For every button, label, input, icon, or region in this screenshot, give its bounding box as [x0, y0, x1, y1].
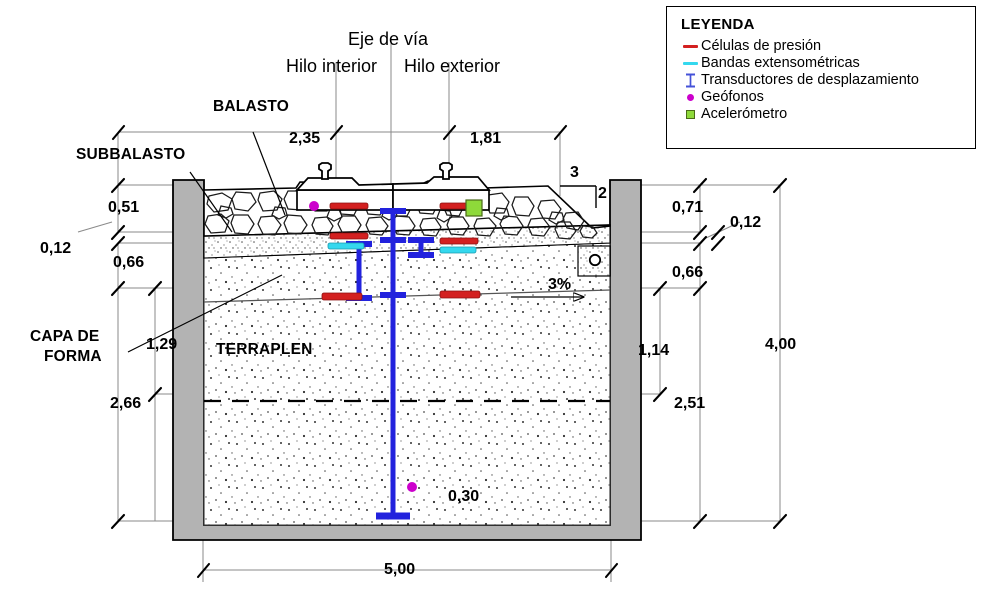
- slope-run-label: 2: [598, 185, 607, 202]
- pressure-cell-5: [321, 292, 363, 301]
- legend-item-accelerometer: Acelerómetro: [679, 106, 975, 122]
- rails: [318, 162, 453, 180]
- dim-left-012: 0,12: [40, 240, 72, 257]
- sleeper-shoulders: [295, 176, 491, 191]
- transducer-subballast-right: [408, 237, 434, 258]
- dim-overall-400: 4,00: [765, 336, 797, 353]
- legend-title: LEYENDA: [681, 16, 755, 33]
- geophone-ballast: [309, 201, 319, 211]
- slope-rise-label: 3: [570, 164, 579, 181]
- dimension-lines: [77, 38, 781, 582]
- dim-right-012: 0,12: [730, 214, 762, 231]
- pressure-cell-3: [329, 232, 369, 240]
- drain-detail: [577, 245, 611, 277]
- accelerometer-icon: [679, 109, 701, 119]
- pressure-cell-6: [439, 290, 481, 299]
- strain-gauge-left: [327, 242, 365, 250]
- legend-item-pressure-cells: Células de presión: [679, 38, 975, 54]
- legend-item-transducers: Transductores de desplazamiento: [679, 72, 975, 88]
- pressure-cell-1: [329, 202, 369, 210]
- legend-item-geophones: Geófonos: [679, 89, 975, 105]
- dim-top-left: 2,35: [289, 130, 321, 147]
- track-axis-label: Eje de vía: [348, 29, 429, 49]
- inner-rail-label: Hilo interior: [286, 56, 378, 76]
- transducer-icon: [679, 73, 701, 88]
- subballast-label: SUBBALASTO: [76, 146, 186, 163]
- dim-right-114: 1,14: [638, 342, 670, 359]
- legend-label-accelerometer: Acelerómetro: [701, 106, 788, 122]
- capa-forma-label-line2: FORMA: [44, 348, 102, 365]
- strain-gauges: [327, 242, 477, 254]
- strain-gauge-icon: [679, 61, 701, 65]
- geophone-icon: [679, 93, 701, 101]
- embankment-label: TERRAPLEN: [216, 341, 313, 358]
- dim-right-251: 2,51: [674, 395, 706, 412]
- transducer-deep: [376, 241, 410, 520]
- pressure-cell-4: [439, 237, 479, 245]
- strain-gauge-right: [439, 246, 477, 254]
- dim-bottom-500: 5,00: [384, 561, 416, 578]
- dim-right-066: 0,66: [672, 264, 704, 281]
- dim-left-129: 1,29: [146, 336, 178, 353]
- pressure-cell-icon: [679, 44, 701, 48]
- legend-item-strain-gauges: Bandas extensométricas: [679, 55, 975, 71]
- cross-slope-label: 3%: [548, 276, 572, 293]
- accelerometer: [465, 199, 483, 217]
- dim-left-051: 0,51: [108, 199, 140, 216]
- legend-label-strain-gauges: Bandas extensométricas: [701, 55, 860, 71]
- capa-forma-label-line1: CAPA DE: [30, 328, 100, 345]
- legend-label-transducers: Transductores de desplazamiento: [701, 72, 919, 88]
- slope-bracket: [560, 185, 597, 208]
- geophones: [309, 201, 417, 492]
- capa-forma-boundary: [203, 289, 611, 303]
- ballast-label: BALASTO: [213, 98, 290, 115]
- legend-label-geophones: Geófonos: [701, 89, 764, 105]
- dim-top-right: 1,81: [470, 130, 502, 147]
- geophone-deep: [407, 482, 417, 492]
- outer-rail-label: Hilo exterior: [404, 56, 501, 76]
- dim-right-071: 0,71: [672, 199, 704, 216]
- dim-geophone-030: 0,30: [448, 488, 480, 505]
- legend-panel: LEYENDA Células de presión Bandas extens…: [666, 6, 976, 149]
- dim-left-266: 2,66: [110, 395, 142, 412]
- leader-lines: [127, 131, 286, 353]
- transducer-ballast: [380, 208, 406, 243]
- legend-label-pressure-cells: Células de presión: [701, 38, 822, 54]
- dim-left-066: 0,66: [113, 254, 145, 271]
